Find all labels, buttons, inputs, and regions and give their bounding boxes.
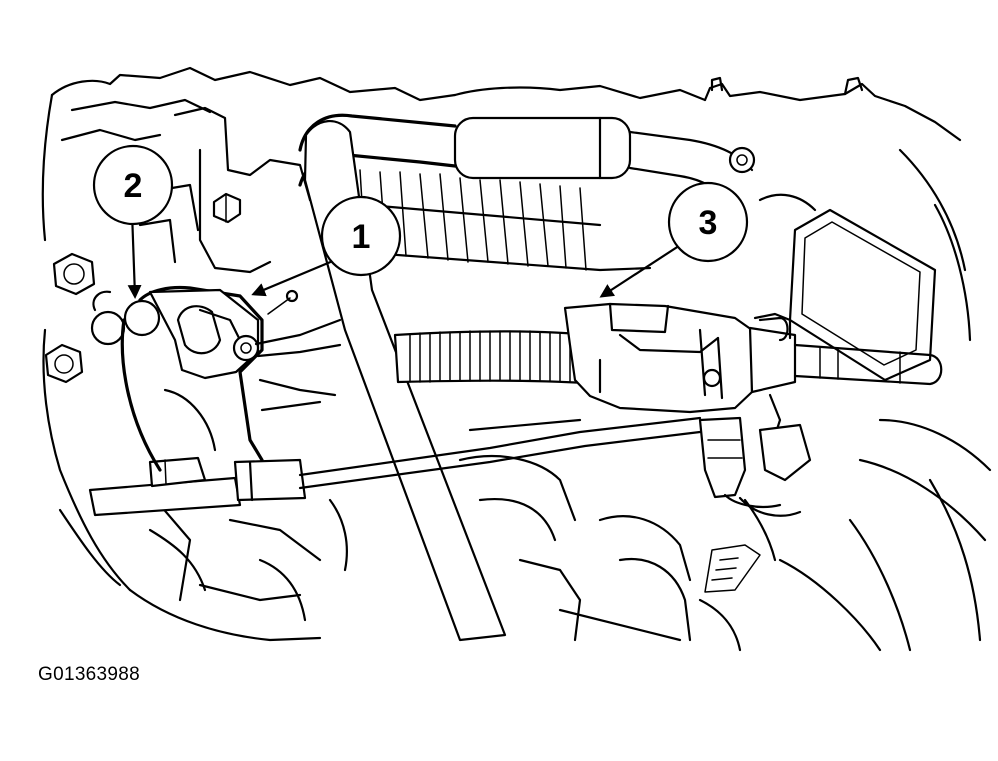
bracket-assembly [120,285,342,472]
cable-rod [88,316,943,517]
background-engine-detail [41,66,992,652]
callout-1: 1 [320,195,402,277]
callout-3: 3 [667,181,749,263]
callout-2-number: 2 [124,167,143,205]
callout-1-leader [251,256,342,297]
figure-id-label: G01363988 [38,664,141,685]
callout-2: 2 [92,144,174,226]
callout-1-number: 1 [352,218,371,256]
callout-3-number: 3 [699,204,718,242]
wiring-harness-connector [393,302,812,517]
callout-3-leader [599,238,690,298]
callout-2-leader [127,210,142,299]
